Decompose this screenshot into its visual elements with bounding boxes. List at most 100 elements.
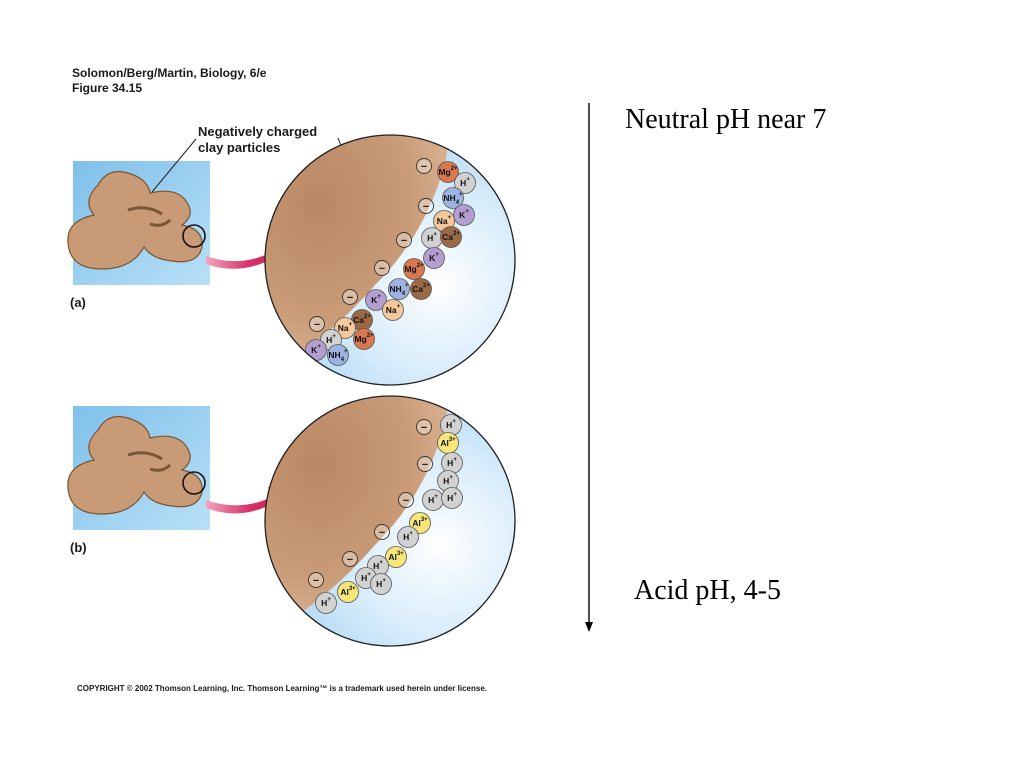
panel-a-ion-label-0: Mg2+ [438, 166, 458, 177]
panel-b-negative-charge-5 [308, 572, 324, 588]
charge-layer-b: −−−−−− [308, 419, 433, 588]
panel-a-negative-charge-symbol-2: − [401, 235, 407, 247]
panel-b-ion-label-7: H+ [403, 531, 413, 542]
panel-a-ion-7 [423, 247, 445, 269]
panel-b-ion-5 [441, 487, 463, 509]
panel-a-ion-label-10: Ca2+ [412, 283, 430, 294]
panel-b-negative-charge-symbol-2: − [403, 495, 409, 507]
panel-a-ion-12 [382, 299, 404, 321]
panel-a-negative-charge-3 [374, 260, 390, 276]
panel-b-ion-8 [385, 546, 407, 568]
ion-layer-a: Mg2+H+NH4+K+Na+H+Ca2+K+Mg2+NH4+Ca2+K+Na+… [305, 161, 476, 366]
panel-a-ion-16 [353, 328, 375, 350]
panel-a-negative-charge-symbol-0: − [421, 161, 427, 173]
panel-a-negative-charge-symbol-5: − [314, 319, 320, 331]
figure-source: Solomon/Berg/Martin, Biology, 6/e [72, 66, 267, 80]
clump-a-creases [127, 206, 172, 227]
panel-b-ion-13 [315, 592, 337, 614]
panel-a-ion-label-4: Na+ [437, 215, 452, 226]
panel-a-ion-9 [388, 278, 410, 300]
panel-b-ion-label-9: H+ [373, 560, 383, 571]
circle-outline-b [264, 395, 516, 647]
panel-b-ion-12 [337, 581, 359, 603]
panel-b-ion-label-1: Al3+ [440, 437, 456, 448]
clay-clump-a [67, 170, 203, 270]
panel-a-ion-label-5: H+ [427, 232, 437, 243]
panel-b-negative-charge-symbol-4: − [347, 554, 353, 566]
magnify-arrow-b [206, 487, 290, 514]
panel-a-ion-label-15: H+ [326, 334, 336, 345]
clump-b-creases [127, 451, 172, 472]
panel-a-negative-charge-2 [396, 232, 412, 248]
figure-number: Figure 34.15 [72, 81, 143, 95]
zoom-circle-b [182, 471, 206, 495]
particle-circle-b: H+Al3+H+H+H+H+Al3+H+Al3+H+H+H+Al3+H+ −−−… [264, 395, 516, 647]
ph-label-neutral: Neutral pH near 7 [625, 104, 827, 135]
copyright-notice: COPYRIGHT © 2002 Thomson Learning, Inc. … [77, 684, 487, 693]
panel-a-ion-10 [410, 278, 432, 300]
panel-a-ion-8 [403, 258, 425, 280]
panel-a-ion-14 [334, 317, 356, 339]
panel-a-ion-0 [437, 161, 459, 183]
circle-outline-a [264, 134, 516, 386]
panel-b-negative-charge-symbol-5: − [313, 575, 319, 587]
panel-a-ion-label-12: Na+ [386, 304, 401, 315]
inset-a [67, 161, 210, 285]
panel-a-ion-label-18: NH4+ [328, 349, 348, 363]
panel-b-ion-label-5: H+ [447, 492, 457, 503]
panel-a-negative-charge-symbol-4: − [347, 292, 353, 304]
panel-b-ion-label-13: H+ [321, 597, 331, 608]
panel-a-negative-charge-1 [418, 198, 434, 214]
inset-b [67, 406, 210, 530]
ion-layer-b: H+Al3+H+H+H+H+Al3+H+Al3+H+H+H+Al3+H+ [315, 414, 463, 614]
panel-a-ion-label-17: K+ [311, 344, 321, 355]
panel-a-ion-label-2: NH4+ [443, 192, 463, 206]
panel-b-ion-7 [397, 526, 419, 548]
panel-b-ion-label-8: Al3+ [388, 551, 404, 562]
panel-b-negative-charge-4 [342, 551, 358, 567]
panel-b-ion-label-3: H+ [443, 475, 453, 486]
particle-circle-a: Mg2+H+NH4+K+Na+H+Ca2+K+Mg2+NH4+Ca2+K+Na+… [264, 134, 516, 386]
callout-line-2: clay particles [198, 140, 281, 155]
clay-surface-a [265, 135, 448, 360]
charge-layer-a: − − − − − − [309, 158, 434, 332]
panel-b-ion-11 [370, 573, 392, 595]
panel-b-ion-label-0: H+ [446, 419, 456, 430]
panel-a-negative-charge-5 [309, 316, 325, 332]
panel-b-negative-charge-3 [374, 524, 390, 540]
callout-line-1: Negatively charged [198, 124, 318, 139]
panel-a-negative-charge-symbol-3: − [379, 263, 385, 275]
panel-a-negative-charge-symbol-1: − [423, 201, 429, 213]
panel-b-negative-charge-1 [417, 456, 433, 472]
panel-a-label: (a) [70, 295, 86, 310]
panel-b-ion-6 [409, 512, 431, 534]
panel-a-ion-label-6: Ca2+ [442, 231, 460, 242]
panel-b-ion-label-12: Al3+ [340, 586, 356, 597]
panel-a-ion-label-13: Ca2+ [353, 314, 371, 325]
panel-a-ion-label-14: Na+ [338, 322, 353, 333]
panel-a-ion-label-11: K+ [371, 294, 381, 305]
panel-a-ion-label-16: Mg2+ [354, 333, 374, 344]
panel-a-ion-label-7: K+ [429, 252, 439, 263]
panel-a-ion-18 [327, 344, 349, 366]
panel-a-ion-label-1: H+ [460, 177, 470, 188]
panel-a-negative-charge-0 [416, 158, 432, 174]
panel-a-ion-3 [453, 204, 475, 226]
panel-b-ion-label-11: H+ [376, 578, 386, 589]
panel-b-label: (b) [70, 540, 87, 555]
panel-a-ion-label-8: Mg2+ [404, 263, 424, 274]
panel-a-ion-label-9: NH4+ [389, 283, 409, 297]
callout-line-to-inset [151, 138, 197, 193]
panel-a-ion-2 [442, 187, 464, 209]
panel-a-ion-1 [454, 172, 476, 194]
clay-callout: Negatively charged clay particles [198, 124, 317, 156]
panel-a-negative-charge-4 [342, 289, 358, 305]
panel-b-negative-charge-2 [398, 492, 414, 508]
clay-clump-b [67, 415, 203, 515]
panel-b-negative-charge-0 [416, 419, 432, 435]
panel-b-ion-label-10: H+ [361, 572, 371, 583]
panel-a-ion-6 [440, 226, 462, 248]
clay-surface-b [265, 396, 448, 620]
panel-b-ion-label-6: Al3+ [412, 517, 428, 528]
